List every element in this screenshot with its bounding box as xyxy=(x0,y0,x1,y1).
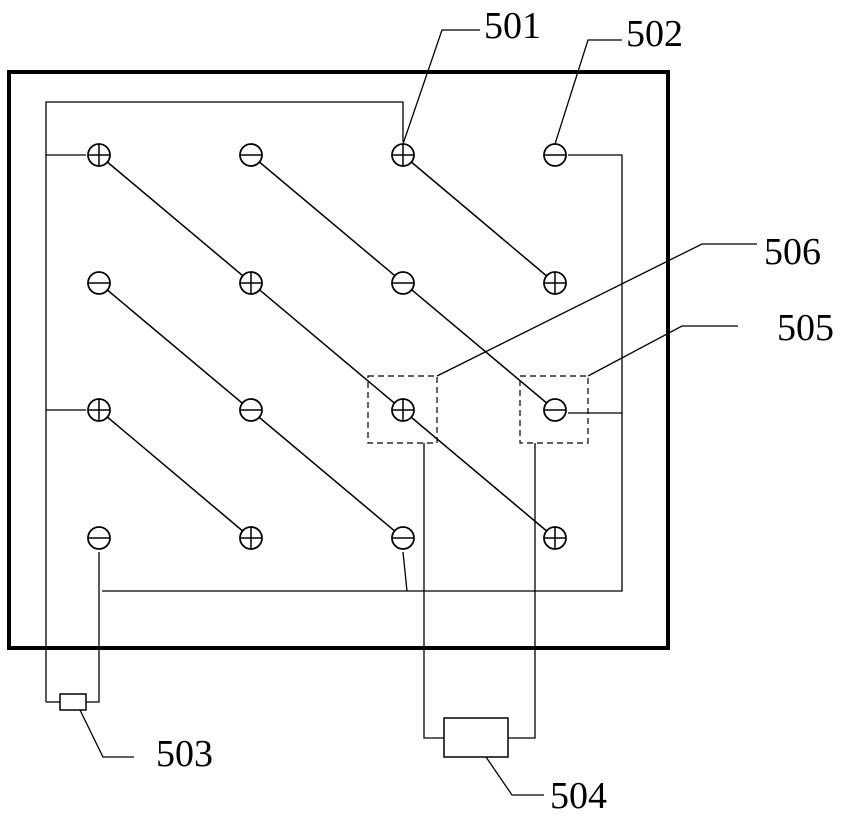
dashed-box-506 xyxy=(367,375,438,444)
diagonal-connections xyxy=(98,154,556,539)
node-r2-c2 xyxy=(239,271,263,295)
node-r2-c3 xyxy=(391,271,415,295)
node-r4-c1 xyxy=(87,526,111,550)
label-505: 505 xyxy=(777,307,834,349)
node-r3-c4 xyxy=(543,398,567,422)
node-r1-c2 xyxy=(239,143,263,167)
node-r1-c1 xyxy=(87,143,111,167)
outer-frame xyxy=(7,70,670,650)
left-wiring xyxy=(45,101,404,703)
node-r2-c1 xyxy=(87,271,111,295)
label-503: 503 xyxy=(156,733,213,775)
node-grid xyxy=(87,143,567,550)
label-501: 501 xyxy=(484,5,541,47)
label-502: 502 xyxy=(626,13,683,55)
right-wiring xyxy=(102,154,623,592)
node-r2-c4 xyxy=(543,271,567,295)
node-r4-c3 xyxy=(391,526,415,550)
label-506: 506 xyxy=(764,231,821,273)
node-r4-c4 xyxy=(543,526,567,550)
node-r3-c3 xyxy=(391,398,415,422)
node-r3-c1 xyxy=(87,398,111,422)
leader-lines xyxy=(79,29,757,796)
component-504 xyxy=(443,717,509,758)
node-r1-c4 xyxy=(543,143,567,167)
wiring-504 xyxy=(423,443,536,739)
node-r1-c3 xyxy=(391,143,415,167)
component-503 xyxy=(59,693,87,711)
node-r4-c2 xyxy=(239,526,263,550)
node-r3-c2 xyxy=(239,398,263,422)
dashed-box-505 xyxy=(519,375,589,444)
label-504: 504 xyxy=(550,775,607,816)
